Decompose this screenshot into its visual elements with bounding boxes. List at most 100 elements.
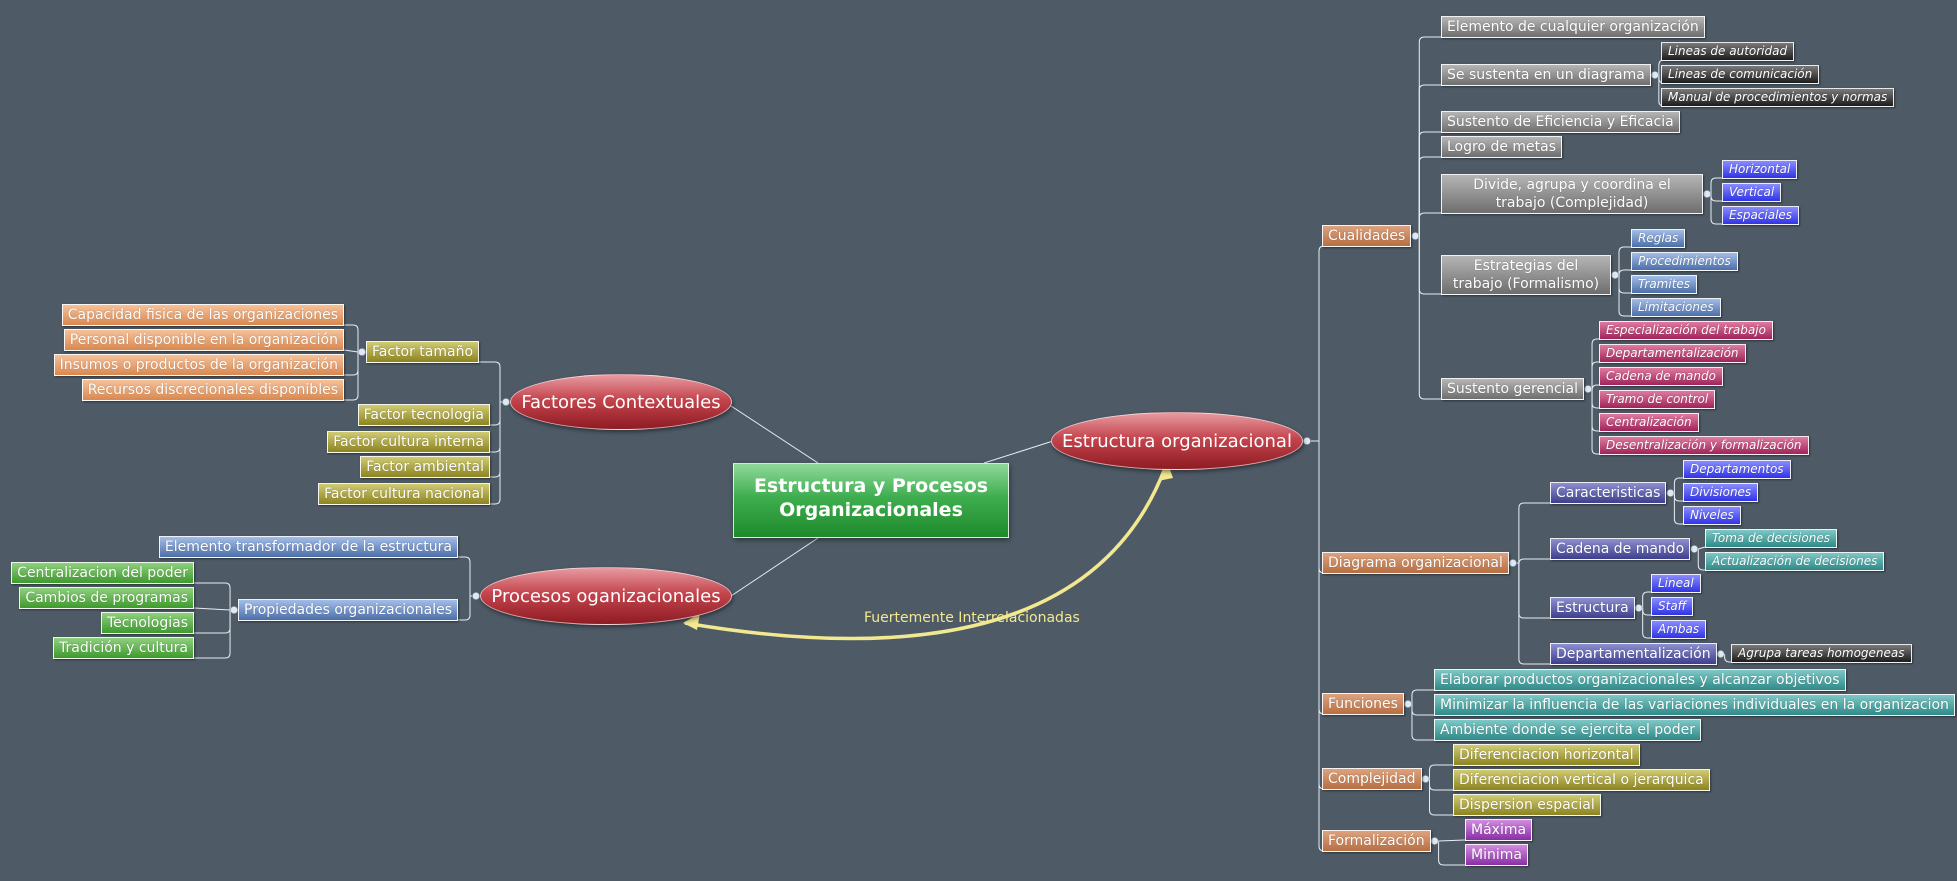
connector-dot bbox=[1690, 545, 1699, 553]
connector-line bbox=[1591, 384, 1599, 391]
cualidad-divide[interactable]: Divide, agrupa y coordina el trabajo (Co… bbox=[1441, 174, 1703, 214]
sub-tramites[interactable]: Tramites bbox=[1631, 275, 1698, 294]
sub-especializacion[interactable]: Especialización del trabajo bbox=[1599, 321, 1773, 340]
connector-line bbox=[194, 610, 231, 659]
connector-line bbox=[1516, 562, 1550, 665]
sub-toma-decisiones[interactable]: Toma de decisiones bbox=[1705, 529, 1837, 548]
sub-vertical[interactable]: Vertical bbox=[1722, 183, 1782, 202]
factor-cultura-interna[interactable]: Factor cultura interna bbox=[327, 431, 490, 453]
sub-centralizacion[interactable]: Centralización bbox=[1599, 413, 1699, 432]
cualidad-eficiencia[interactable]: Sustento de Eficiencia y Eficacia bbox=[1441, 111, 1680, 133]
complejidad-horizontal[interactable]: Diferenciacion horizontal bbox=[1453, 744, 1640, 766]
connector-line bbox=[1618, 275, 1631, 294]
connector-line bbox=[1618, 275, 1631, 317]
sub-divisiones[interactable]: Divisiones bbox=[1683, 483, 1759, 502]
connector-line bbox=[727, 403, 819, 464]
sub-ambas[interactable]: Ambas bbox=[1651, 620, 1707, 639]
connector-line bbox=[194, 610, 231, 634]
topic-diagrama-organizacional[interactable]: Diagrama organizacional bbox=[1322, 552, 1509, 574]
cualidad-elemento[interactable]: Elemento de cualquier organización bbox=[1441, 16, 1705, 38]
sub-reglas[interactable]: Reglas bbox=[1631, 229, 1686, 248]
propiedad-cambios[interactable]: Cambios de programas bbox=[19, 587, 194, 609]
cualidad-diagrama[interactable]: Se sustenta en un diagrama bbox=[1441, 64, 1651, 86]
connector-dot bbox=[1634, 604, 1643, 612]
proceso-elemento-transformador[interactable]: Elemento transformador de la estructura bbox=[158, 536, 458, 558]
connector-line bbox=[1710, 177, 1722, 194]
sub-limitaciones[interactable]: Limitaciones bbox=[1631, 298, 1721, 317]
diagrama-cadena-mando[interactable]: Cadena de mando bbox=[1550, 538, 1691, 560]
connector-line bbox=[1516, 502, 1550, 564]
factor-ambiental[interactable]: Factor ambiental bbox=[360, 456, 490, 478]
connector-line bbox=[1411, 704, 1434, 741]
connector-dot bbox=[1650, 71, 1659, 79]
sub-espaciales[interactable]: Espaciales bbox=[1722, 206, 1800, 225]
connector-dot bbox=[1611, 271, 1619, 279]
funcion-ambiente[interactable]: Ambiente donde se ejercita el poder bbox=[1434, 719, 1701, 741]
connector-line bbox=[344, 352, 359, 401]
connector-line bbox=[1429, 779, 1453, 816]
connector-line bbox=[458, 556, 472, 597]
branch-procesos-organizacionales[interactable]: Procesos oganizacionales bbox=[480, 567, 732, 625]
tamano-recursos[interactable]: Recursos discrecionales disponibles bbox=[81, 379, 344, 401]
connector-line bbox=[1642, 591, 1651, 608]
sub-staff[interactable]: Staff bbox=[1651, 597, 1694, 616]
propiedad-tecnologias[interactable]: Tecnologias bbox=[100, 612, 194, 634]
sub-manual[interactable]: Manual de procedimientos y normas bbox=[1661, 88, 1895, 107]
sub-departamentos[interactable]: Departamentos bbox=[1683, 460, 1791, 479]
complejidad-dispersion[interactable]: Dispersion espacial bbox=[1453, 794, 1601, 816]
sub-procedimientos[interactable]: Procedimientos bbox=[1631, 252, 1738, 271]
tamano-insumos[interactable]: Insumos o productos de la organización bbox=[53, 354, 344, 376]
connector-dot bbox=[358, 348, 366, 356]
connector-line bbox=[1418, 212, 1441, 236]
funcion-minimizar[interactable]: Minimizar la influencia de las variacion… bbox=[1434, 694, 1955, 716]
central-topic[interactable]: Estructura y Procesos Organizacionales bbox=[733, 463, 1009, 538]
connector-line bbox=[1724, 654, 1731, 663]
sub-lineal[interactable]: Lineal bbox=[1651, 574, 1701, 593]
diagrama-departamentalizacion[interactable]: Departamentalización bbox=[1550, 643, 1717, 665]
sub-tramo-control[interactable]: Tramo de control bbox=[1599, 390, 1716, 409]
sub-actualizacion-decisiones[interactable]: Actualización de decisiones bbox=[1705, 552, 1885, 571]
diagrama-estructura[interactable]: Estructura bbox=[1550, 597, 1635, 619]
topic-complejidad[interactable]: Complejidad bbox=[1322, 768, 1422, 790]
sub-cadena-mando[interactable]: Cadena de mando bbox=[1599, 367, 1723, 386]
factor-tamano[interactable]: Factor tamaño bbox=[366, 341, 480, 363]
connector-line bbox=[1516, 558, 1550, 565]
branch-factores-contextuales[interactable]: Factores Contextuales bbox=[510, 374, 732, 430]
funcion-elaborar[interactable]: Elaborar productos organizacionales y al… bbox=[1434, 669, 1846, 691]
sub-niveles[interactable]: Niveles bbox=[1683, 506, 1741, 525]
sub-agrupa-tareas[interactable]: Agrupa tareas homogeneas bbox=[1731, 644, 1912, 663]
propiedad-tradicion[interactable]: Tradición y cultura bbox=[53, 637, 194, 659]
factor-tecnologia[interactable]: Factor tecnologia bbox=[357, 404, 490, 426]
connector-line bbox=[1418, 156, 1441, 236]
complejidad-vertical[interactable]: Diferenciacion vertical o jerarquica bbox=[1453, 769, 1710, 791]
topic-funciones[interactable]: Funciones bbox=[1322, 693, 1404, 715]
tamano-personal[interactable]: Personal disponible en la organización bbox=[63, 329, 344, 351]
sub-lineas-autoridad[interactable]: Lineas de autoridad bbox=[1661, 42, 1795, 61]
connector-dot bbox=[1430, 837, 1439, 845]
cualidad-estrategias[interactable]: Estrategias del trabajo (Formalismo) bbox=[1441, 255, 1611, 295]
branch-estructura-organizacional[interactable]: Estructura organizacional bbox=[1051, 412, 1303, 470]
sub-horizontal[interactable]: Horizontal bbox=[1722, 160, 1798, 179]
propiedad-centralizacion[interactable]: Centralizacion del poder bbox=[11, 562, 194, 584]
connector-line bbox=[193, 607, 231, 611]
connector-line bbox=[983, 440, 1054, 464]
topic-cualidades[interactable]: Cualidades bbox=[1322, 225, 1412, 247]
connector-dot bbox=[1703, 190, 1711, 198]
cualidad-metas[interactable]: Logro de metas bbox=[1441, 136, 1563, 158]
sub-lineas-comunicacion[interactable]: Lineas de comunicación bbox=[1661, 65, 1820, 84]
connector-line bbox=[1710, 194, 1722, 225]
proceso-propiedades[interactable]: Propiedades organizacionales bbox=[238, 599, 458, 621]
tamano-capacidad[interactable]: Capacidad fisica de las organizaciones bbox=[61, 304, 344, 326]
connector-line bbox=[1697, 549, 1705, 571]
diagrama-caracteristicas[interactable]: Caracteristicas bbox=[1550, 482, 1667, 504]
formalizacion-maxima[interactable]: Máxima bbox=[1465, 819, 1533, 841]
factor-cultura-nacional[interactable]: Factor cultura nacional bbox=[318, 483, 490, 505]
formalizacion-minima[interactable]: Minima bbox=[1465, 844, 1528, 866]
cualidad-gerencial[interactable]: Sustento gerencial bbox=[1441, 378, 1585, 400]
sub-desentralizacion[interactable]: Desentralización y formalización bbox=[1599, 436, 1809, 455]
sub-departamentalizacion[interactable]: Departamentalización bbox=[1599, 344, 1746, 363]
topic-formalizacion[interactable]: Formalización bbox=[1322, 830, 1431, 852]
connector-line bbox=[1710, 194, 1722, 202]
connector-line bbox=[343, 349, 359, 353]
connector-line bbox=[344, 352, 359, 376]
